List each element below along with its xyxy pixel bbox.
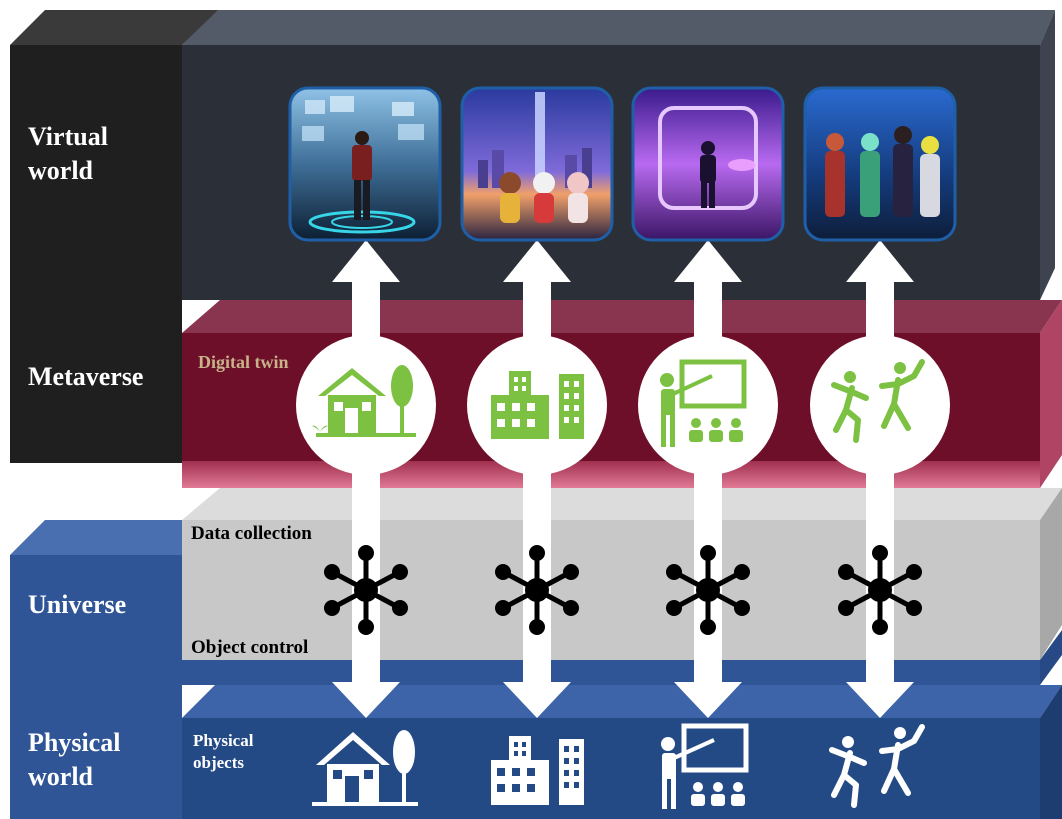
- house-tree-icon: [312, 365, 416, 437]
- data-collection-label: Data collection: [191, 523, 312, 544]
- virtual-world-label: Virtual world: [28, 120, 108, 188]
- virtual-world-top-face: [182, 10, 1055, 45]
- dancing-people-icon: [831, 359, 925, 443]
- digital-twin-label: Digital twin: [198, 352, 289, 372]
- thumbnail-person-in-virtual-data-space: [288, 86, 442, 242]
- physical-world-label-line1: Physical: [28, 728, 121, 757]
- physical-objects-label-line2: objects: [193, 753, 244, 772]
- virtual-world-right-face: [1040, 10, 1055, 300]
- universe-blue-band: [182, 660, 1040, 685]
- teacher-classroom-icon: [660, 359, 747, 447]
- universe-blue-right: [1040, 630, 1062, 685]
- network-hub-icon: [666, 545, 750, 635]
- dancing-people-icon: [829, 724, 925, 808]
- virtual-world-side-top: [10, 10, 220, 45]
- universe-side-top: [10, 520, 220, 555]
- physical-icons: [312, 723, 925, 809]
- thumbnail-group-of-game-avatars: [803, 86, 957, 242]
- virtual-world-side-panel: [10, 45, 182, 463]
- hub-icons: [324, 545, 922, 635]
- physical-objects-label: Physical objects: [193, 730, 253, 774]
- universe-layer: [10, 488, 1062, 685]
- metaverse-label: Metaverse: [28, 362, 144, 391]
- physical-objects-label-line1: Physical: [193, 731, 254, 750]
- metaverse-top-face: [182, 300, 1062, 333]
- universe-panel: [182, 520, 1040, 660]
- universe-top-face: [182, 488, 1062, 520]
- network-hub-icon: [495, 545, 579, 635]
- network-hub-icon: [324, 545, 408, 635]
- universe-label: Universe: [28, 590, 127, 619]
- object-control-label: Object control: [191, 637, 309, 658]
- physical-world-label-line2: world: [28, 762, 93, 791]
- thumbnail-person-in-neon-sci-fi-room: [631, 86, 785, 242]
- physical-world-panel: [182, 718, 1040, 819]
- virtual-world-label-line1: Virtual: [28, 122, 108, 151]
- teacher-classroom-icon: [661, 723, 749, 809]
- physical-world-label: Physical world: [28, 726, 120, 794]
- physical-world-right-face: [1040, 685, 1062, 819]
- virtual-world-label-line2: world: [28, 156, 93, 185]
- thumbnail-avatars-in-virtual-city: [460, 86, 614, 242]
- twin-circle-4: [810, 335, 950, 475]
- network-hub-icon: [838, 545, 922, 635]
- house-tree-icon: [312, 730, 418, 806]
- universe-right-face: [1040, 488, 1062, 660]
- virtual-thumbnails: [288, 86, 957, 242]
- twin-icons: [312, 359, 925, 447]
- physical-world-side-panel: [10, 685, 182, 819]
- physical-world-top-face: [182, 685, 1062, 718]
- universe-side-panel: [10, 555, 182, 685]
- metaverse-right-face: [1040, 300, 1062, 488]
- buildings-icon: [491, 371, 584, 439]
- buildings-icon: [491, 736, 584, 805]
